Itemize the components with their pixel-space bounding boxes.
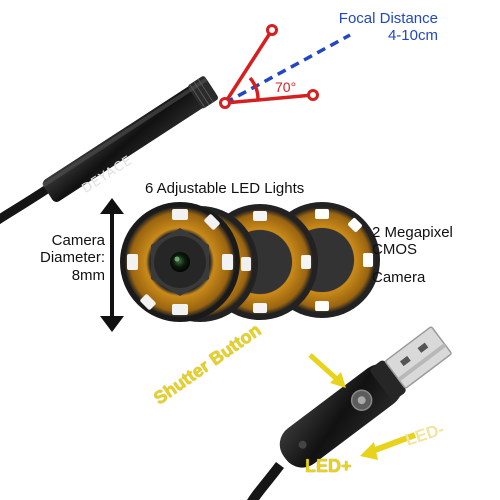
diameter-line-2: Diameter: (40, 249, 106, 267)
shutter-button-icon (350, 389, 373, 411)
view-angle-indicator (223, 29, 314, 105)
sensor-line-3: Camera (372, 268, 426, 286)
sensor-line-2: CMOS (372, 241, 417, 259)
focal-distance-title: Focal Distance (338, 10, 438, 27)
angle-endpoint (307, 89, 319, 101)
usb-cable (247, 461, 284, 500)
led-camera-heads (120, 202, 380, 322)
shutter-callout-arrow (308, 353, 346, 388)
led-lights-label: 6 Adjustable LED Lights (145, 180, 305, 197)
led-ring-icon (120, 202, 240, 322)
led-plus-label: LED+ (305, 456, 352, 476)
diameter-line-1: Camera (51, 232, 106, 249)
camera-probe (42, 76, 219, 202)
angle-vertex (219, 97, 231, 109)
diameter-arrow (100, 198, 124, 332)
focal-distance-label: Focal Distance 4-10cm (312, 10, 438, 45)
led-callout-arrow (360, 432, 417, 460)
angle-endpoint (266, 24, 278, 36)
sensor-line-1: 2 Megapixel (372, 224, 453, 241)
view-angle-label: 70° (275, 79, 297, 95)
diameter-line-3: 8mm (71, 266, 106, 284)
focal-distance-range: 4-10cm (387, 27, 438, 45)
usb-plug-icon (279, 326, 452, 468)
focal-axis-line (224, 33, 351, 105)
cmos-sensor-label: 2 Megapixel CMOS Camera (372, 224, 453, 286)
camera-diameter-label: Camera Diameter: 8mm (40, 232, 105, 284)
